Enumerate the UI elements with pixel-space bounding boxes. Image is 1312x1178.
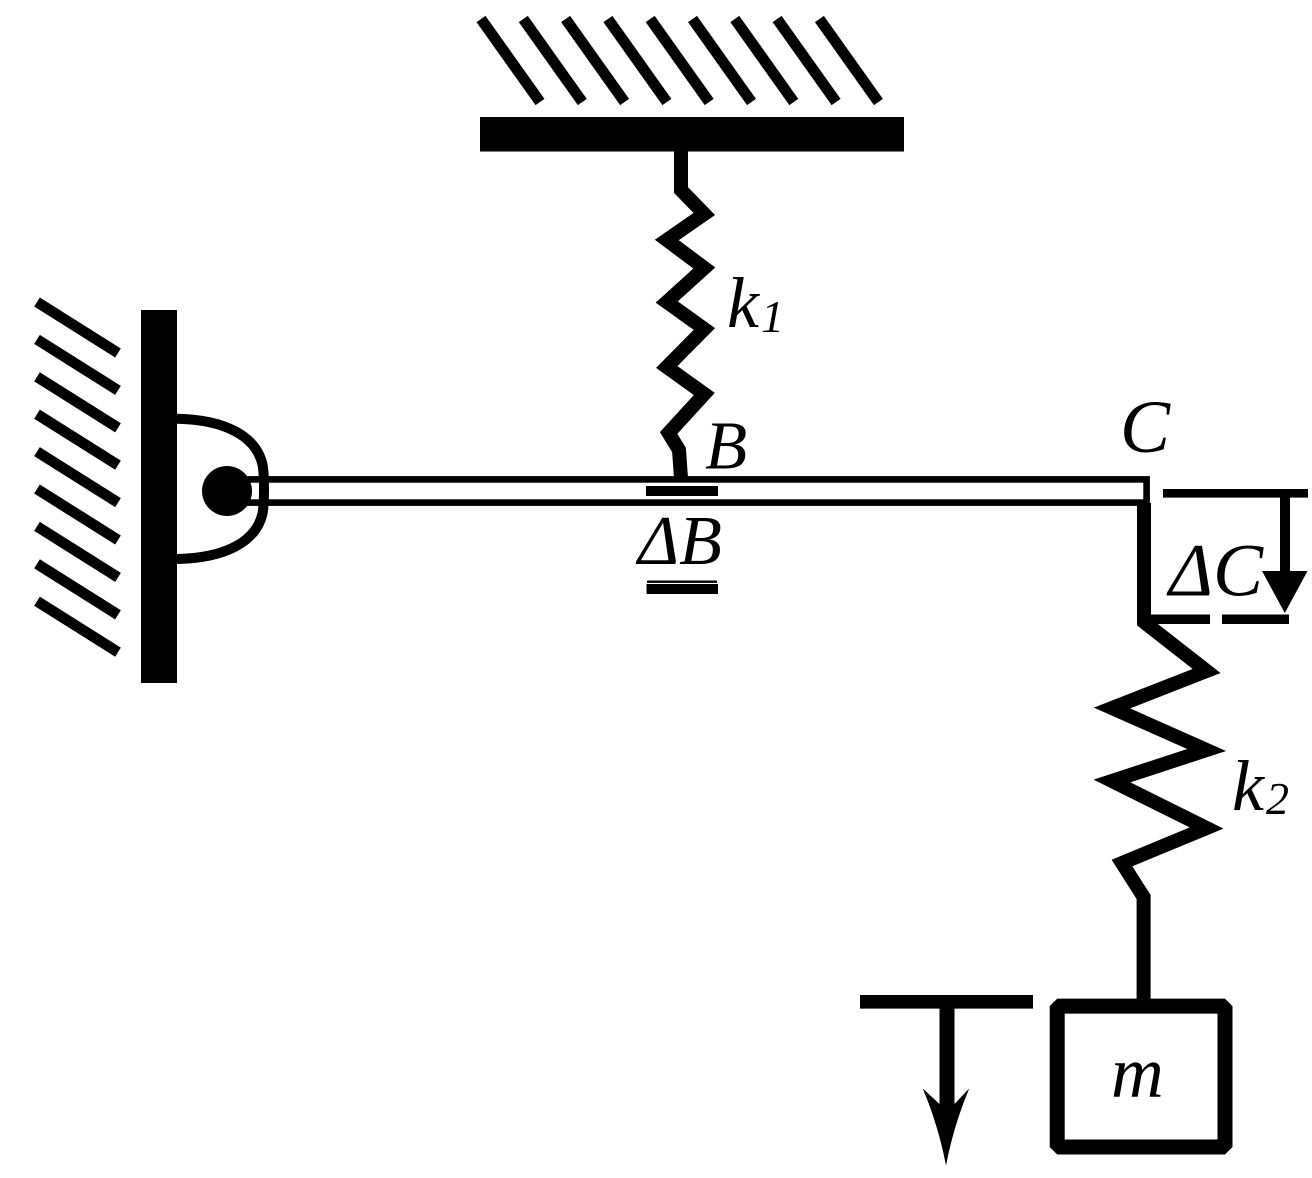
svg-text:k: k	[1232, 746, 1266, 826]
svg-text:k: k	[727, 263, 761, 343]
svg-text:1: 1	[761, 291, 784, 342]
svg-text:ΔB: ΔB	[635, 503, 722, 580]
svg-text:ΔC: ΔC	[1166, 530, 1264, 613]
svg-text:2: 2	[1266, 773, 1289, 824]
svg-text:B: B	[705, 408, 747, 484]
svg-text:C: C	[1120, 386, 1171, 469]
svg-text:m: m	[1111, 1032, 1164, 1113]
